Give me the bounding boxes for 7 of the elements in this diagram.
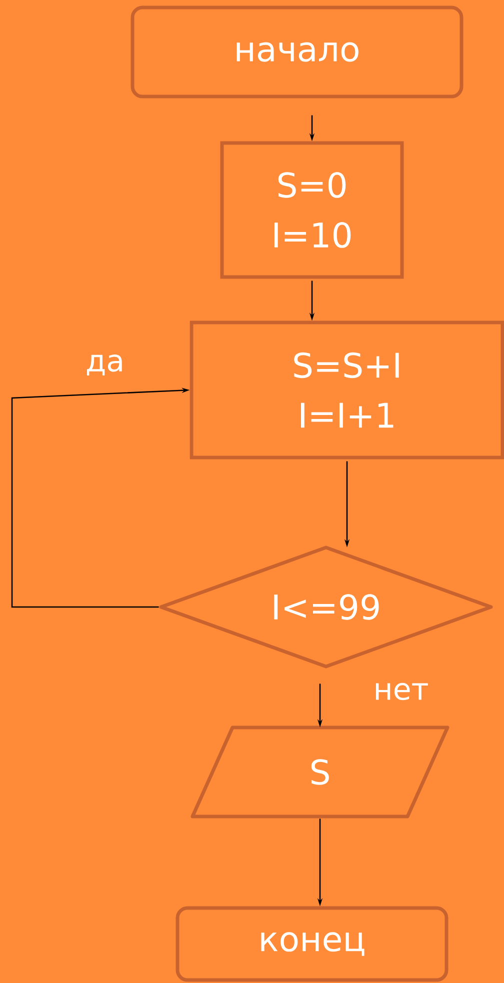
terminal-box: начало — [130, 6, 464, 98]
edge-label: нет — [372, 682, 430, 702]
process-box: S=S+I I=I+1 — [190, 320, 504, 460]
process-box: S=0 I=10 — [220, 141, 404, 279]
terminal-box: конец — [176, 906, 448, 982]
data-parallelogram: S — [190, 726, 450, 818]
edge-label: да — [84, 354, 126, 376]
